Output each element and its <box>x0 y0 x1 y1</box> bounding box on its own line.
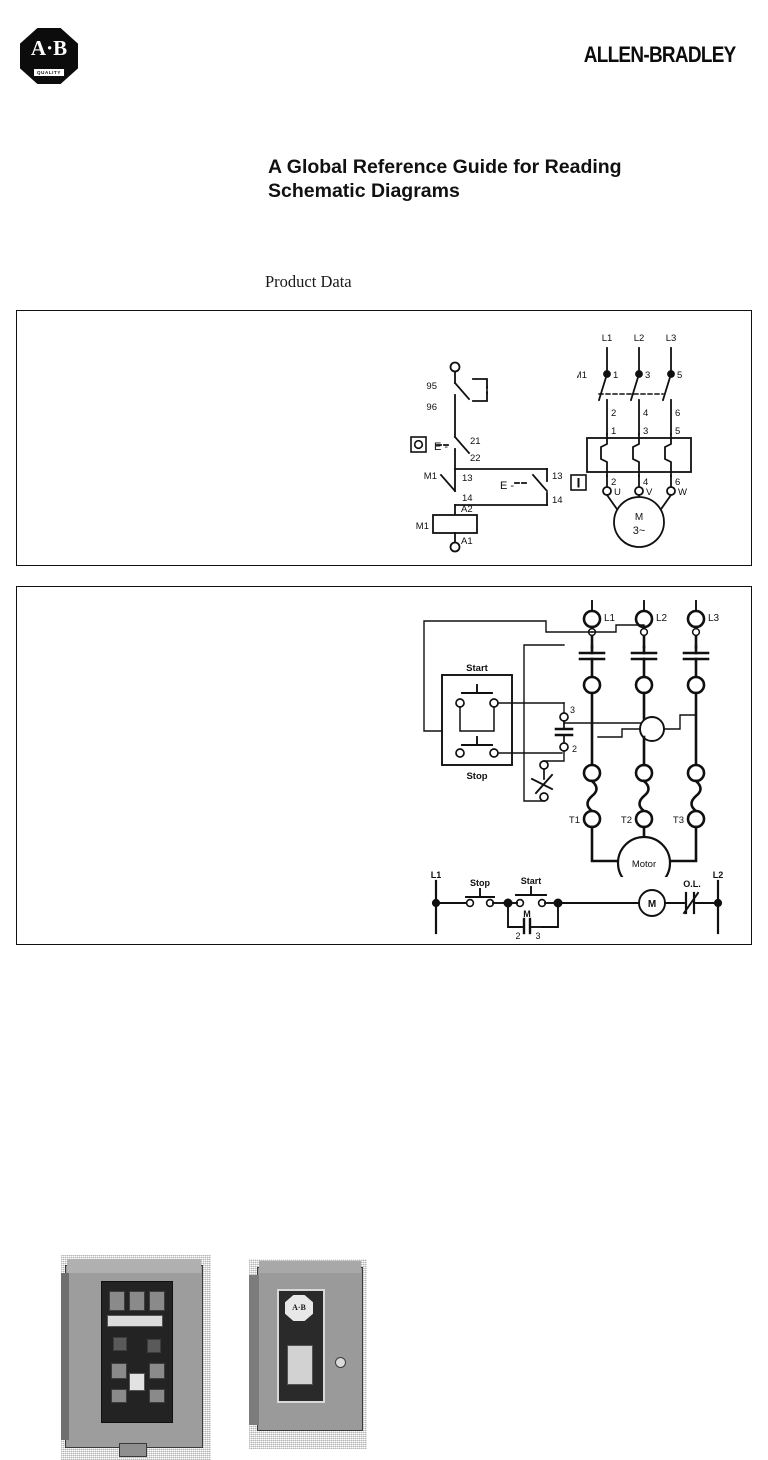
ladder-start-label: Start <box>521 876 542 886</box>
motor-phase-label: 3~ <box>633 525 646 537</box>
seal-terminal-3: 3 <box>570 705 575 715</box>
supply-line-l1: L1 <box>602 333 613 344</box>
motor-symbol-label: M <box>635 512 643 523</box>
overload-in-3: 3 <box>643 426 648 437</box>
seal-terminal-2: 2 <box>572 744 577 754</box>
contactor-out-6: 6 <box>675 408 680 419</box>
page-title: A Global Reference Guide for Reading Sch… <box>268 155 698 203</box>
start-button-label: Start <box>466 663 488 674</box>
contactor-label-m1: M1 <box>577 370 587 381</box>
title-line-2: Schematic Diagrams <box>268 180 460 202</box>
power-circuit-schematic: L1 L2 L3 M1 1 3 5 2 4 6 1 3 5 2 4 6 U V … <box>577 333 692 548</box>
overload-out-4: 4 <box>643 477 648 488</box>
ladder-stop-label: Stop <box>470 878 490 888</box>
motor-terminal-t1: T1 <box>569 815 580 826</box>
wiring-line-l3: L3 <box>708 613 720 624</box>
terminal-13-left: 13 <box>462 473 473 484</box>
terminal-14-right: 14 <box>552 495 563 506</box>
supply-line-l3: L3 <box>666 333 677 344</box>
document-subtitle: Product Data <box>265 272 352 291</box>
motor-terminal-t3: T3 <box>673 815 684 826</box>
page-header: A·B QUALITY ALLEN-BRADLEY <box>0 0 768 110</box>
overload-in-1: 1 <box>611 426 616 437</box>
motor-terminal-w: W <box>678 487 687 498</box>
terminal-13-right: 13 <box>552 471 563 482</box>
brand-wordmark: ALLEN-BRADLEY <box>584 42 737 67</box>
terminal-21: 21 <box>470 436 481 447</box>
seal-in-contact-label: M <box>523 909 531 919</box>
control-circuit-schematic: 95 96 21 22 13 14 13 14 E - E - M1 M1 A2… <box>410 361 587 553</box>
motor-terminal-t2: T2 <box>621 815 632 826</box>
terminal-a1: A1 <box>461 536 473 547</box>
terminal-14-left: 14 <box>462 493 473 504</box>
supply-line-l2: L2 <box>634 333 645 344</box>
ab-octagon-shape: A·B QUALITY <box>20 28 78 84</box>
contactor-in-3: 3 <box>645 370 650 381</box>
contactor-in-5: 5 <box>677 370 682 381</box>
coil-label-m1: M1 <box>416 521 429 532</box>
allen-bradley-logo: A·B QUALITY <box>20 28 78 84</box>
nameplate-ab-logo: A·B <box>285 1295 313 1321</box>
contactor-out-4: 4 <box>643 408 648 419</box>
ladder-rail-l2: L2 <box>713 871 724 880</box>
title-line-1: A Global Reference Guide for Reading <box>268 156 622 178</box>
terminal-22: 22 <box>470 453 481 464</box>
contactor-out-2: 2 <box>611 408 616 419</box>
motor-terminal-u: U <box>614 487 621 498</box>
wiring-line-l1: L1 <box>604 613 616 624</box>
contactor-in-1: 1 <box>613 370 618 381</box>
overload-out-2: 2 <box>611 477 616 488</box>
terminal-95: 95 <box>426 381 437 392</box>
ladder-seal-terminal-2: 2 <box>515 931 520 941</box>
photo-open-contactor-enclosure <box>61 1255 211 1460</box>
terminal-a2: A2 <box>461 504 473 515</box>
terminal-96: 96 <box>426 402 437 413</box>
panel-motor-starter: 95 96 21 22 13 14 13 14 E - E - M1 M1 A2… <box>16 310 752 858</box>
ladder-coil-label: M <box>648 899 656 910</box>
start-contact-label: E - <box>500 480 514 492</box>
stop-button-label: Stop <box>466 771 487 782</box>
motor-circle-label: Motor <box>632 859 656 870</box>
overload-out-6: 6 <box>675 477 680 488</box>
aux-contact-label-m1: M1 <box>424 471 437 482</box>
overload-contact-label: O.L. <box>683 879 701 889</box>
motor-terminal-v: V <box>646 487 653 498</box>
ladder-seal-terminal-3: 3 <box>535 931 540 941</box>
motor-wiring-diagram: L1 L2 L3 Start Stop 3 2 T1 T2 T3 Motor <box>423 600 720 877</box>
photo-closed-contactor-enclosure: A·B <box>249 1259 367 1449</box>
overload-in-5: 5 <box>675 426 680 437</box>
panel-contactor-wiring: A·B <box>16 586 752 1460</box>
ladder-rail-l1: L1 <box>431 871 442 880</box>
ladder-diagram: L1 L2 Stop Start M 2 3 M O.L. <box>431 871 724 941</box>
stop-contact-label: E - <box>434 441 448 453</box>
wiring-line-l2: L2 <box>656 613 668 624</box>
ab-logo-letters: A·B <box>30 36 68 60</box>
ab-logo-quality-banner: QUALITY <box>34 69 64 76</box>
